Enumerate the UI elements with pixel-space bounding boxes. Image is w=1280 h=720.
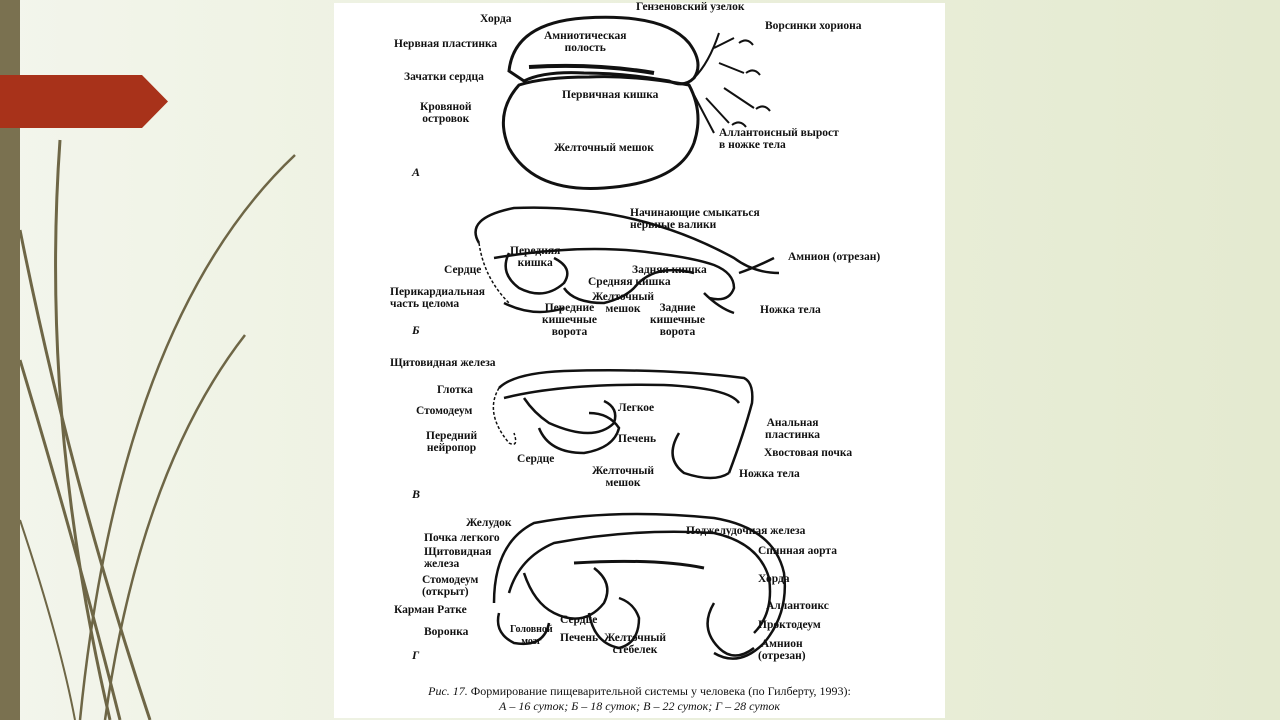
label-pharynx: Глотка xyxy=(437,384,473,396)
panel-letter-v: В xyxy=(412,487,421,501)
embryo-figure: Гензеновский узелок Хорда Амниотическая … xyxy=(334,1,945,718)
label-thyroid-g: Щитовидная железа xyxy=(424,546,492,570)
label-anal-plate: Анальная пластинка xyxy=(765,417,821,441)
label-anterior-neuropore: Передний нейропор xyxy=(426,430,478,454)
label-heart-primordia: Зачатки сердца xyxy=(404,71,484,83)
label-hensen-node: Гензеновский узелок xyxy=(636,1,745,13)
label-primary-gut: Первичная кишка xyxy=(562,89,659,101)
caption-line-2: А – 16 суток; Б – 18 суток; В – 22 суток… xyxy=(499,699,780,713)
label-hindgut: Задняя кишка xyxy=(632,264,707,276)
label-heart-v: Сердце xyxy=(517,453,555,465)
label-chorion-villi: Ворсинки хориона xyxy=(765,20,862,32)
label-body-stalk-b: Ножка тела xyxy=(760,304,821,316)
red-arrow-tab xyxy=(0,75,168,128)
label-liver-g: Печень xyxy=(560,632,599,644)
label-neural-folds: Начинающие смыкаться нервные валики xyxy=(630,207,760,231)
decorative-stems xyxy=(18,139,296,720)
label-yolk-sac-b: Желточный мешок xyxy=(592,291,655,315)
caption-line-1: Рис. 17. Формирование пищеварительной си… xyxy=(334,684,945,699)
label-anterior-intestinal-portal: Передние кишечные ворота xyxy=(542,302,597,338)
label-lung-v: Легкое xyxy=(618,402,655,414)
label-stomodeum-g: Стомодеум (открыт) xyxy=(422,574,479,598)
panel-letter-b: Б xyxy=(412,323,420,337)
label-dorsal-aorta: Спинная аорта xyxy=(758,545,837,557)
label-rathke-pouch: Карман Ратке xyxy=(394,604,467,616)
label-yolk-stalk: Желточный стебелек xyxy=(604,632,667,656)
label-allantoic-outgrowth: Аллантоисный вырост в ножке тела xyxy=(719,127,839,151)
label-neural-plate: Нервная пластинка xyxy=(394,38,498,50)
panel-letter-a: А xyxy=(412,165,421,179)
embryo-drawings xyxy=(474,15,786,660)
label-pancreas: Поджелудочная железа xyxy=(686,525,806,537)
label-posterior-intestinal-portal: Задние кишечные ворота xyxy=(650,302,705,338)
label-blood-island: Кровяной островок xyxy=(420,101,472,125)
label-yolk-sac-a: Желточный мешок xyxy=(554,142,654,154)
label-stomodeum-v: Стомодеум xyxy=(416,405,473,417)
label-yolk-sac-v: Желточный мешок xyxy=(592,465,655,489)
label-lung-bud: Почка легкого xyxy=(424,532,500,544)
label-amnion-cut-b: Амнион (отрезан) xyxy=(788,251,881,263)
label-heart-b: Сердце xyxy=(444,264,482,276)
label-amniotic-cavity: Амниотическая полость xyxy=(544,30,627,54)
panel-letter-g: Г xyxy=(412,648,420,662)
label-amnion-cut-g: Амнион (отрезан) xyxy=(758,638,806,662)
label-stomach: Желудок xyxy=(466,517,512,529)
label-heart-g: Сердце xyxy=(560,614,598,626)
label-infundibulum: Воронка xyxy=(424,626,469,638)
label-allantois-g: Аллантоикс xyxy=(766,600,829,612)
caption-prefix: Рис. 17. xyxy=(428,684,468,698)
left-accent-bar xyxy=(0,0,20,720)
label-midgut: Средняя кишка xyxy=(588,276,671,288)
label-brain: Головной мозг xyxy=(510,624,553,647)
figure-caption: Рис. 17. Формирование пищеварительной си… xyxy=(334,684,945,714)
label-pericardial-coelom: Перикардиальная часть целома xyxy=(390,286,485,310)
label-chorda-g: Хорда xyxy=(758,573,790,585)
label-thyroid-v: Щитовидная железа xyxy=(390,357,496,369)
label-liver-v: Печень xyxy=(618,433,657,445)
label-proctodeum: Проктодеум xyxy=(758,619,821,631)
label-chorda-a: Хорда xyxy=(480,13,512,25)
caption-title: Формирование пищеварительной системы у ч… xyxy=(467,684,851,698)
label-body-stalk-v: Ножка тела xyxy=(739,468,800,480)
label-foregut: Передняя кишка xyxy=(510,245,561,269)
label-tail-bud: Хвостовая почка xyxy=(764,447,853,459)
